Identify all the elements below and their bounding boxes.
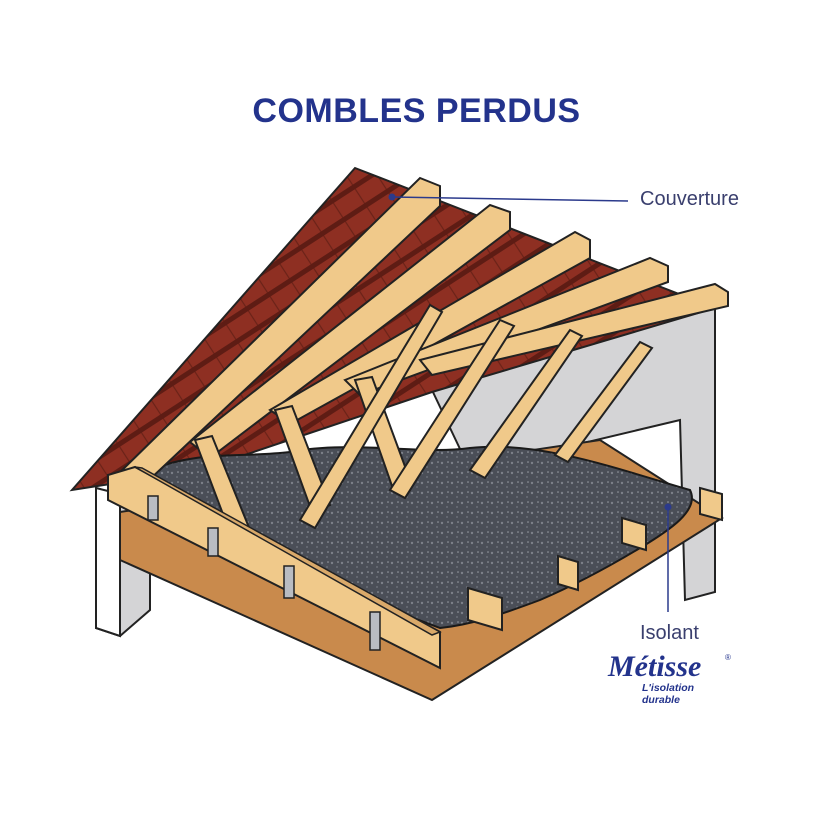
front-beam (107, 465, 441, 670)
brand-logo: Métisse ® L'isolation durable (604, 650, 734, 706)
logo-tagline: L'isolation durable (642, 682, 695, 706)
label-isolant: Isolant (640, 622, 699, 644)
couverture-leader (391, 196, 629, 202)
metal-hangers (147, 495, 381, 651)
logo-registered-mark: ® (725, 653, 731, 662)
page-title: COMBLES PERDUS (252, 92, 581, 130)
label-couverture: Couverture (640, 188, 739, 210)
blocks (467, 486, 723, 632)
logo-wordmark: Métisse (608, 650, 702, 683)
truss-struts (193, 303, 654, 540)
